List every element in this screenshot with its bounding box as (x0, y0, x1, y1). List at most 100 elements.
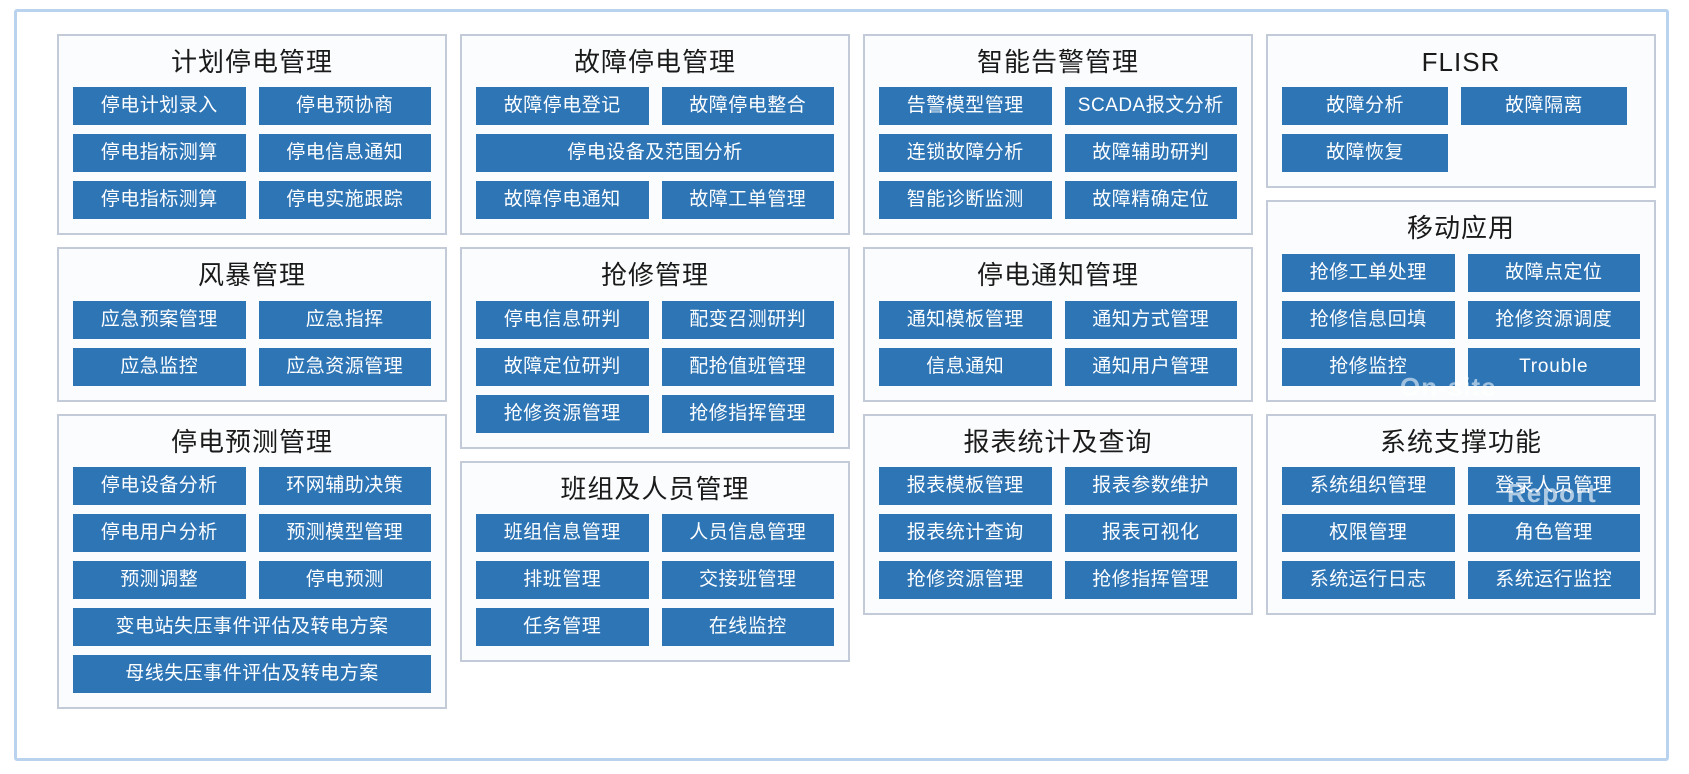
module-button[interactable]: 应急监控 (73, 347, 246, 386)
module-button[interactable]: 故障辅助研判 (1064, 134, 1237, 173)
module-button[interactable]: 抢修信息回填 (1282, 300, 1455, 339)
module-button[interactable]: 排班管理 (476, 560, 649, 599)
module-button[interactable]: 报表可视化 (1064, 513, 1237, 552)
module-button[interactable]: 应急资源管理 (258, 347, 431, 386)
panel-button-row: 停电设备分析环网辅助决策 (73, 466, 431, 505)
panel-button-row: 告警模型管理 SCADA报文分析 (879, 87, 1237, 126)
module-button[interactable]: 人员信息管理 (661, 513, 834, 552)
panel-button-row: 故障停电登记故障停电整合 (476, 87, 834, 126)
module-button[interactable]: 故障停电通知 (476, 181, 649, 220)
module-panel: 报表统计及查询报表模板管理报表参数维护报表统计查询报表可视化抢修资源管理抢修指挥… (863, 413, 1253, 615)
module-button[interactable]: 停电实施跟踪 (258, 181, 431, 220)
module-button[interactable]: 告警模型管理 (879, 87, 1052, 126)
panel-button-row: 抢修监控 Trouble (1282, 347, 1640, 386)
panel-button-row: 权限管理角色管理 (1282, 513, 1640, 552)
panel-button-row: 预测调整停电预测 (73, 560, 431, 599)
panel-button-row: 母线失压事件评估及转电方案 (73, 654, 431, 693)
module-button[interactable]: 任务管理 (476, 607, 649, 646)
module-button[interactable]: 故障精确定位 (1064, 181, 1237, 220)
module-button[interactable]: 预测调整 (73, 560, 246, 599)
module-button[interactable]: 故障分析 (1282, 87, 1448, 126)
module-button[interactable]: 通知用户管理 (1064, 347, 1237, 386)
module-button[interactable]: 班组信息管理 (476, 513, 649, 552)
module-button[interactable]: 变电站失压事件评估及转电方案 (73, 607, 431, 646)
module-button[interactable]: 停电用户分析 (73, 513, 246, 552)
module-button[interactable]: 智能诊断监测 (879, 181, 1052, 220)
module-button[interactable]: 报表参数维护 (1064, 466, 1237, 505)
module-button[interactable]: 停电计划录入 (73, 87, 246, 126)
panel-title: 抢修管理 (600, 260, 709, 291)
module-button[interactable]: 应急预案管理 (73, 300, 246, 339)
panel-button-rows: 系统组织管理登录人员管理权限管理角色管理系统运行日志系统运行监控 (1282, 466, 1640, 599)
module-button[interactable]: 系统运行监控 (1467, 560, 1640, 599)
module-button[interactable]: 停电预协商 (258, 87, 431, 126)
panel-button-row: 停电用户分析预测模型管理 (73, 513, 431, 552)
panel-title: 计划停电管理 (170, 47, 333, 77)
module-button[interactable]: 在线监控 (661, 607, 834, 646)
module-button[interactable]: 抢修资源管理 (879, 560, 1052, 599)
module-button[interactable]: 系统组织管理 (1282, 466, 1455, 505)
panel-button-row: 通知模板管理通知方式管理 (879, 300, 1237, 339)
module-button[interactable]: 预测模型管理 (258, 513, 431, 552)
module-button[interactable]: 报表模板管理 (879, 466, 1052, 505)
panel-button-row: 抢修工单处理故障点定位 (1282, 253, 1640, 292)
panel-button-row: 排班管理交接班管理 (476, 560, 834, 599)
panel-button-rows: 故障停电登记故障停电整合停电设备及范围分析故障停电通知故障工单管理 (476, 87, 834, 220)
panel-button-row: 停电指标测算停电信息通知 (73, 134, 431, 173)
module-button[interactable]: 故障停电整合 (661, 87, 834, 126)
module-button[interactable]: SCADA报文分析 (1064, 87, 1237, 126)
module-button[interactable]: 连锁故障分析 (879, 134, 1052, 173)
module-button[interactable]: 停电信息研判 (476, 300, 649, 339)
module-button[interactable]: 故障停电登记 (476, 87, 649, 126)
panel-title: 风暴管理 (197, 260, 306, 291)
panel-title: 故障停电管理 (573, 47, 736, 77)
module-button[interactable]: 抢修指挥管理 (661, 394, 834, 433)
module-button[interactable]: 停电指标测算 (73, 181, 246, 220)
module-button[interactable]: 权限管理 (1282, 513, 1455, 552)
module-button[interactable]: 配抢值班管理 (661, 347, 834, 386)
module-button[interactable]: 抢修指挥管理 (1064, 560, 1237, 599)
module-panel: 风暴管理应急预案管理应急指挥应急监控应急资源管理 (57, 247, 447, 402)
module-button[interactable]: 应急指挥 (258, 300, 431, 339)
module-button[interactable]: 抢修资源调度 (1467, 300, 1640, 339)
module-button[interactable]: 停电预测 (258, 560, 431, 599)
module-button[interactable]: 配变召测研判 (661, 300, 834, 339)
panel-button-row: 故障分析故障隔离 (1282, 87, 1640, 126)
module-button[interactable]: 故障定位研判 (476, 347, 649, 386)
module-button[interactable]: 通知方式管理 (1064, 300, 1237, 339)
module-button[interactable]: 停电指标测算 (73, 134, 246, 173)
panel-button-row: 系统组织管理登录人员管理 (1282, 466, 1640, 505)
module-button[interactable]: 交接班管理 (661, 560, 834, 599)
module-button[interactable]: 抢修监控 (1282, 347, 1455, 386)
module-button[interactable]: 母线失压事件评估及转电方案 (73, 654, 431, 693)
module-button[interactable]: 登录人员管理 (1467, 466, 1640, 505)
panel-button-row: 停电计划录入停电预协商 (73, 87, 431, 126)
module-button[interactable]: 故障隔离 (1461, 87, 1627, 126)
panel-title: 停电通知管理 (976, 260, 1139, 291)
module-button[interactable]: 角色管理 (1467, 513, 1640, 552)
panel-button-row: 抢修信息回填抢修资源调度 (1282, 300, 1640, 339)
module-button[interactable]: Trouble (1467, 347, 1640, 386)
module-button[interactable]: 通知模板管理 (879, 300, 1052, 339)
panel-title: 停电预测管理 (170, 426, 333, 457)
panel-button-row: 报表统计查询报表可视化 (879, 513, 1237, 552)
module-button[interactable]: 故障恢复 (1282, 134, 1448, 173)
panel-title: 班组及人员管理 (560, 473, 750, 504)
module-button[interactable]: 停电信息通知 (258, 134, 431, 173)
module-button[interactable]: 故障工单管理 (661, 181, 834, 220)
module-button[interactable]: 停电设备及范围分析 (476, 134, 834, 173)
module-button[interactable]: 环网辅助决策 (258, 466, 431, 505)
module-button[interactable]: 报表统计查询 (879, 513, 1052, 552)
module-button[interactable]: 故障点定位 (1467, 253, 1640, 292)
module-button[interactable]: 抢修资源管理 (476, 394, 649, 433)
module-button[interactable]: 停电设备分析 (73, 466, 246, 505)
module-button[interactable]: 信息通知 (879, 347, 1052, 386)
panel-button-row: 停电设备及范围分析 (476, 134, 834, 173)
panel-button-row: 应急监控应急资源管理 (73, 347, 431, 386)
panel-button-row: 抢修资源管理抢修指挥管理 (476, 394, 834, 433)
module-button[interactable]: 抢修工单处理 (1282, 253, 1455, 292)
module-button[interactable]: 系统运行日志 (1282, 560, 1455, 599)
